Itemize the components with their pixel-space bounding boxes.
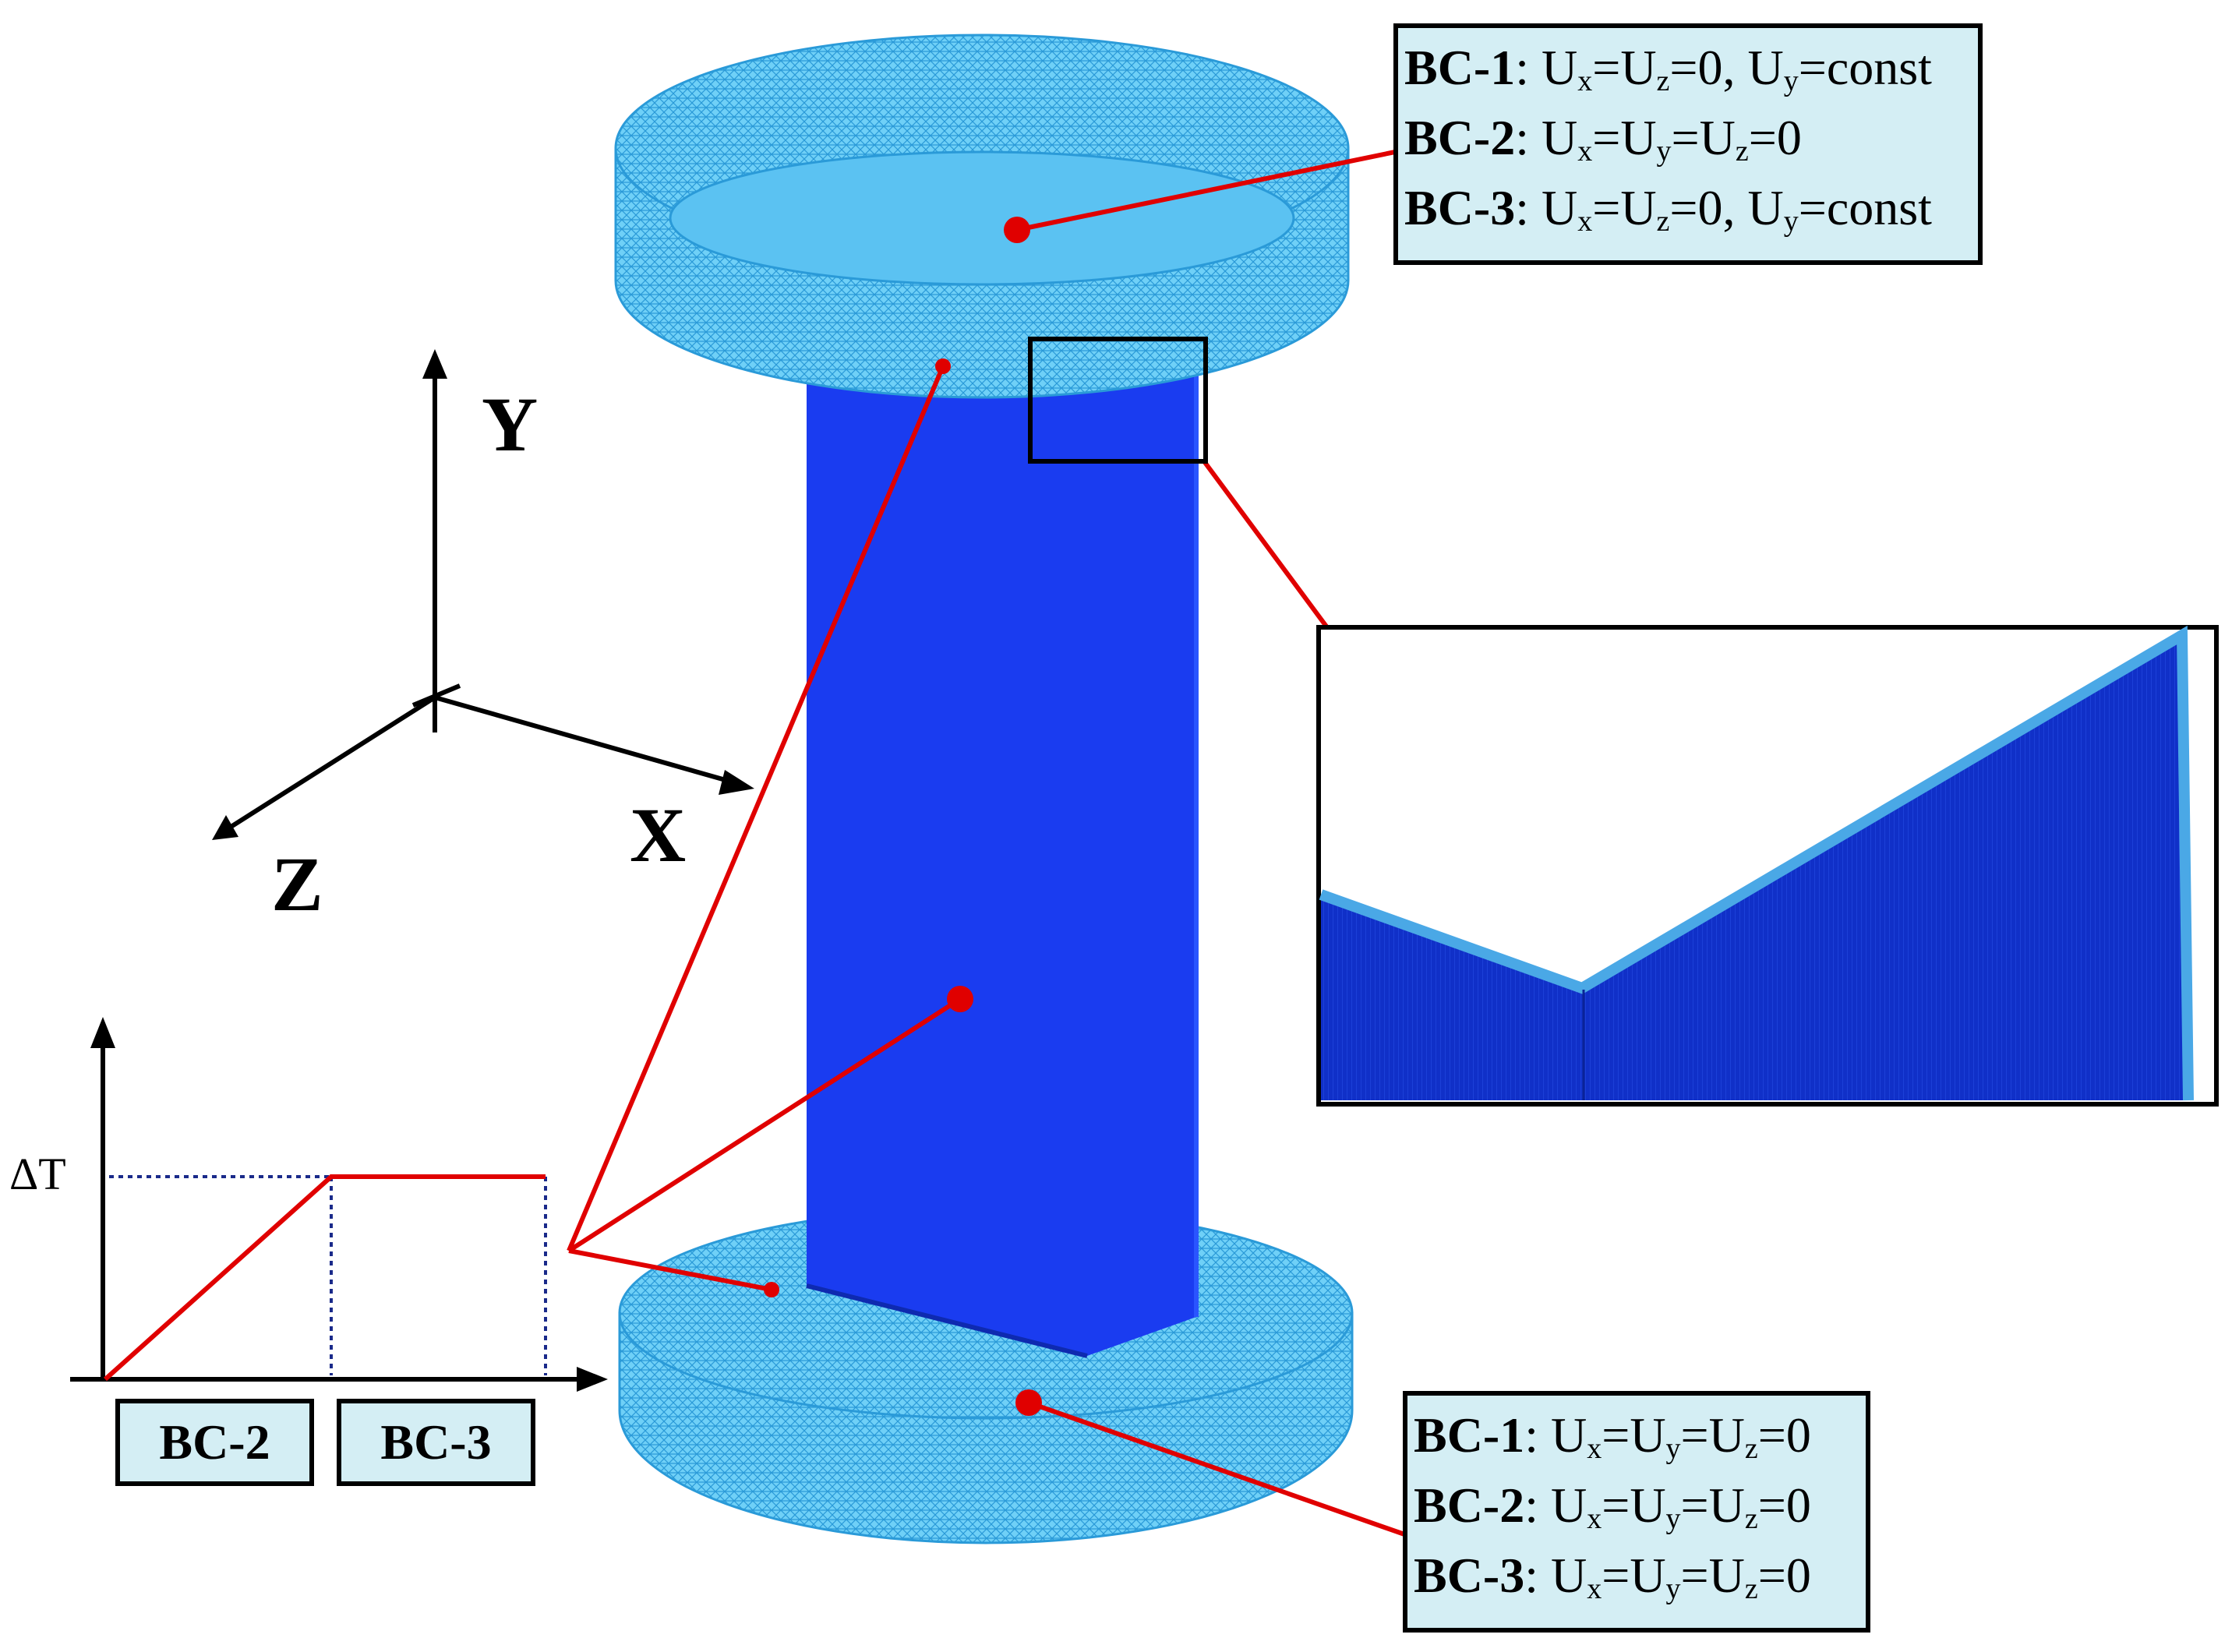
- phase-box-bc2: BC-2: [115, 1399, 314, 1486]
- top-grip-recess: [669, 150, 1295, 286]
- top-grip: [614, 34, 1350, 399]
- z-axis-line: [224, 695, 436, 832]
- coordinate-axes: [212, 349, 754, 840]
- top-bc-leader: [1016, 150, 1396, 232]
- zoom-inset-surface: [1321, 635, 2188, 1100]
- graph-leader-bar: [567, 997, 962, 1253]
- bottom-grip-side-dot: [764, 1282, 779, 1297]
- x-axis-label: X: [630, 792, 687, 878]
- top-bc-line: BC-2: Ux=Uy=Uz=0: [1404, 110, 1802, 168]
- top-bc-line: BC-1: Ux=Uz=0, Uy=const: [1404, 40, 1932, 97]
- zoom-region-box: [1028, 337, 1208, 464]
- top-grip-side-dot: [935, 358, 951, 374]
- graph-y-arrowhead: [90, 1017, 115, 1048]
- bottom-bc-line: BC-1: Ux=Uy=Uz=0: [1414, 1407, 1811, 1465]
- graph-leader-bottom-grip: [568, 1248, 772, 1292]
- bottom-bc-line: BC-3: Ux=Uy=Uz=0: [1414, 1548, 1811, 1605]
- bottom-bc-leader: [1028, 1400, 1407, 1537]
- z-axis-arrowhead: [212, 815, 238, 840]
- phase-label-bc2: BC-2: [159, 1414, 270, 1470]
- z-axis-label: Z: [271, 841, 323, 927]
- graph-x-arrowhead: [577, 1367, 608, 1392]
- top-grip-dot: [1004, 217, 1030, 243]
- phase-box-bc3: BC-3: [337, 1399, 535, 1486]
- graph-leader-top-grip: [567, 365, 945, 1252]
- x-axis-arrowhead: [719, 770, 754, 795]
- temperature-profile-line: [103, 1174, 546, 1382]
- specimen-bar-seam: [806, 1283, 1088, 1358]
- x-axis-line: [434, 695, 737, 785]
- bar-dot: [947, 986, 973, 1012]
- zoom-leader: [1202, 460, 1331, 631]
- top-bc-box: BC-1: Ux=Uz=0, Uy=const BC-2: Ux=Uy=Uz=0…: [1393, 23, 1983, 265]
- temperature-graph: [70, 1017, 608, 1392]
- zoom-inset-edge: [1319, 625, 2194, 1101]
- delta-t-label: ΔT: [9, 1149, 66, 1199]
- y-axis-arrowhead: [422, 349, 447, 379]
- specimen-bar-body: [807, 374, 1196, 1356]
- zoom-inset: [1316, 625, 2219, 1107]
- bottom-bc-box: BC-1: Ux=Uy=Uz=0 BC-2: Ux=Uy=Uz=0 BC-3: …: [1403, 1391, 1870, 1633]
- origin-tick: [411, 683, 461, 708]
- leader-lines: [567, 150, 1407, 1537]
- top-bc-line: BC-3: Ux=Uz=0, Uy=const: [1404, 180, 1932, 238]
- phase-label-bc3: BC-3: [380, 1414, 492, 1470]
- y-axis-label: Y: [482, 381, 539, 468]
- specimen-bar: [806, 374, 1199, 1358]
- bottom-grip-dot: [1015, 1389, 1042, 1416]
- bottom-bc-line: BC-2: Ux=Uy=Uz=0: [1414, 1477, 1811, 1535]
- leader-dots: [764, 217, 1042, 1416]
